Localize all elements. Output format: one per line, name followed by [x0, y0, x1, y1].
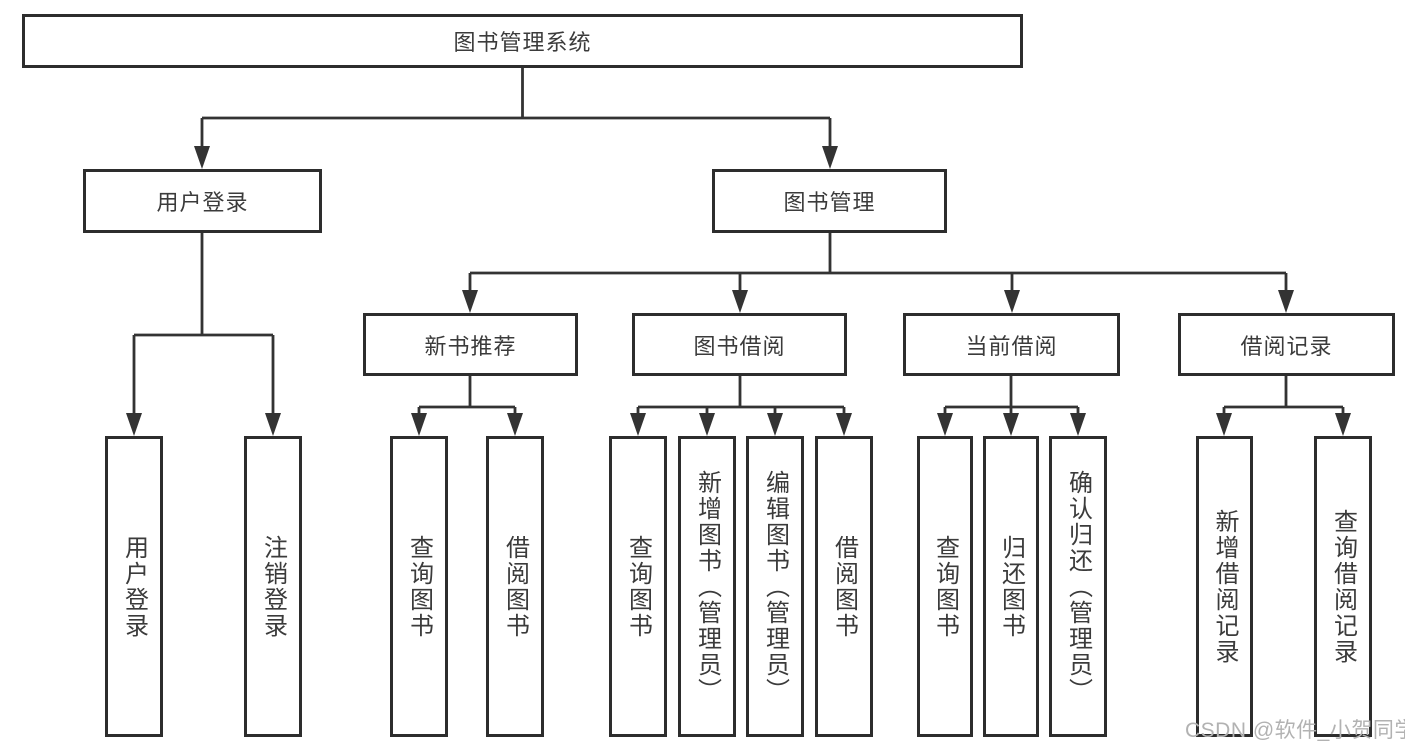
- node-book-borrowing: 图书借阅: [632, 313, 847, 376]
- node-leaf-user-login-label: 用户登录: [120, 534, 148, 639]
- csdn-watermark: CSDN @软件_小贺同学: [1185, 719, 1405, 742]
- node-borrowing-records: 借阅记录: [1178, 313, 1395, 376]
- node-leaf-borrow-books-recommend-label: 借阅图书: [501, 534, 529, 639]
- node-leaf-borrow-books-borrowing: 借阅图书: [815, 436, 873, 737]
- node-borrowing-records-label: 借阅记录: [1240, 333, 1333, 359]
- node-leaf-borrow-books-borrowing-label: 借阅图书: [830, 534, 858, 639]
- node-leaf-borrow-books-recommend: 借阅图书: [486, 436, 544, 737]
- node-book-borrowing-label: 图书借阅: [693, 333, 786, 359]
- node-leaf-confirm-return-admin: 确认归还（管理员）: [1049, 436, 1107, 737]
- node-leaf-search-books-current: 查询图书: [917, 436, 973, 737]
- node-current-borrowing-label: 当前借阅: [965, 333, 1058, 359]
- node-leaf-edit-books-admin-label: 编辑图书（管理员）: [761, 469, 789, 704]
- node-leaf-search-borrow-record-label: 查询借阅记录: [1329, 508, 1357, 665]
- node-leaf-edit-books-admin: 编辑图书（管理员）: [746, 436, 804, 737]
- node-leaf-return-books: 归还图书: [983, 436, 1039, 737]
- node-book-management-label: 图书管理: [783, 190, 876, 215]
- arrowheads: [126, 146, 1351, 436]
- node-new-book-recommendation-label: 新书推荐: [424, 333, 517, 359]
- node-leaf-user-login: 用户登录: [105, 436, 163, 737]
- node-leaf-add-books-admin: 新增图书（管理员）: [678, 436, 736, 737]
- node-leaf-logout: 注销登录: [244, 436, 302, 737]
- node-user-login-label: 用户登录: [156, 190, 249, 215]
- node-leaf-search-books-current-label: 查询图书: [931, 534, 959, 639]
- node-leaf-add-borrow-record-label: 新增借阅记录: [1211, 508, 1238, 665]
- node-library-system-label: 图书管理系统: [453, 30, 592, 55]
- node-leaf-search-borrow-record: 查询借阅记录: [1314, 436, 1372, 737]
- node-leaf-search-books-recommend: 查询图书: [390, 436, 448, 737]
- node-leaf-search-books-borrowing-label: 查询图书: [624, 534, 652, 639]
- node-leaf-confirm-return-admin-label: 确认归还（管理员）: [1064, 469, 1092, 704]
- node-current-borrowing: 当前借阅: [903, 313, 1120, 376]
- node-new-book-recommendation: 新书推荐: [363, 313, 578, 376]
- node-leaf-search-books-recommend-label: 查询图书: [405, 534, 433, 639]
- node-library-system: 图书管理系统: [22, 14, 1023, 68]
- node-leaf-add-borrow-record: 新增借阅记录: [1196, 436, 1253, 737]
- node-leaf-search-books-borrowing: 查询图书: [609, 436, 667, 737]
- node-leaf-add-books-admin-label: 新增图书（管理员）: [693, 469, 721, 704]
- node-leaf-logout-label: 注销登录: [259, 534, 287, 639]
- node-book-management: 图书管理: [712, 169, 947, 233]
- node-user-login: 用户登录: [83, 169, 322, 233]
- node-leaf-return-books-label: 归还图书: [997, 534, 1025, 639]
